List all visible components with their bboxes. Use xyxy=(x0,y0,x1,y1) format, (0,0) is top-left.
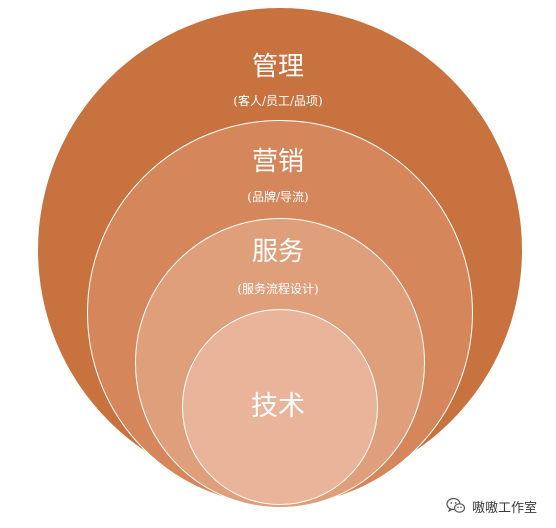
layer-title-technology: 技术 xyxy=(251,391,305,422)
inner-circle-technology xyxy=(182,309,378,505)
layer-subtitle-marketing: (品牌/导流) xyxy=(247,190,309,204)
layer-title-management: 管理 xyxy=(251,52,304,82)
watermark-text: 嗷嗷工作室 xyxy=(472,500,538,516)
watermark: 嗷嗷工作室 xyxy=(446,495,537,517)
layer-subtitle-management: (客人/员工/品项) xyxy=(233,94,323,108)
layer-title-service: 服务 xyxy=(251,237,304,267)
layer-subtitle-service: (服务流程设计) xyxy=(237,282,319,296)
wechat-icon xyxy=(446,497,466,513)
layer-title-marketing: 营销 xyxy=(251,147,304,177)
